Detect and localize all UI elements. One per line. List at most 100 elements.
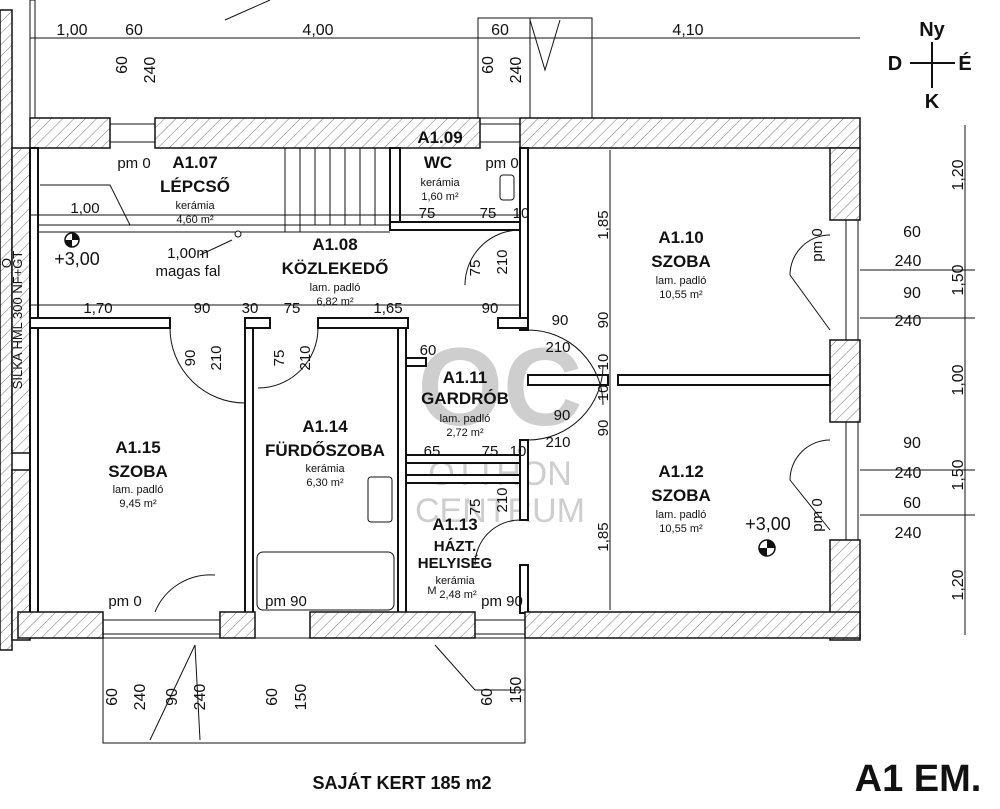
top-wall-left — [29, 117, 111, 149]
compass-s: K — [925, 91, 940, 113]
svg-text:60: 60 — [420, 342, 437, 359]
wall-note: 1,00m magas fal — [155, 230, 242, 280]
svg-text:magas fal: magas fal — [155, 263, 220, 280]
room-floor: kerámia — [435, 575, 475, 587]
svg-text:1,85: 1,85 — [595, 210, 612, 239]
svg-text:90: 90 — [164, 688, 181, 706]
level-label-1: +3,00 — [54, 249, 100, 269]
room-id: A1.13 — [432, 515, 477, 534]
room-id: A1.12 — [658, 462, 703, 481]
garden-label: SAJÁT KERT 185 m2 — [312, 772, 491, 793]
room-id: A1.15 — [115, 438, 160, 457]
svg-text:60: 60 — [104, 688, 121, 706]
side-cut-label: Ö — [0, 258, 14, 268]
dim-right-1: 1,20 — [950, 159, 967, 190]
right-dimensions: 1,20 1,50 1,00 1,50 1,20 60 240 90 240 9… — [895, 159, 967, 600]
svg-text:30: 30 — [242, 300, 259, 317]
dim-right-4: 1,50 — [950, 459, 967, 490]
svg-text:240: 240 — [895, 525, 922, 542]
svg-text:210: 210 — [208, 345, 225, 370]
bottom-dimensions: 60 240 90 240 60 150 60 150 — [104, 677, 525, 711]
room-name: SZOBA — [651, 252, 711, 271]
m-label: M — [427, 585, 436, 597]
svg-text:pm 90: pm 90 — [481, 593, 523, 610]
svg-text:240: 240 — [192, 684, 209, 711]
top-wall-right — [519, 117, 861, 149]
svg-text:90: 90 — [595, 420, 612, 437]
compass-w: D — [888, 53, 902, 75]
svg-text:75: 75 — [419, 205, 436, 222]
svg-text:pm 0: pm 0 — [117, 155, 150, 172]
dimension-lines — [30, 37, 975, 635]
room-a1-13: A1.13 HÁZT. HELYISÉG kerámia 2,48 m² — [418, 515, 492, 601]
room-area: 6,30 m² — [306, 477, 344, 489]
svg-text:90: 90 — [482, 300, 499, 317]
svg-text:10: 10 — [513, 205, 530, 222]
svg-text:240: 240 — [132, 684, 149, 711]
svg-text:75: 75 — [467, 499, 484, 516]
staircase — [38, 148, 390, 233]
svg-text:210: 210 — [494, 249, 511, 274]
compass-n: Ny — [919, 19, 945, 41]
svg-text:pm 0: pm 0 — [809, 228, 826, 261]
room-area: 2,48 m² — [439, 589, 477, 601]
svg-text:90: 90 — [903, 285, 921, 302]
svg-text:60: 60 — [903, 495, 921, 512]
room-area: 10,55 m² — [659, 523, 703, 535]
room-id: A1.14 — [302, 417, 348, 436]
dim-top-3: 4,00 — [302, 22, 333, 39]
toilet — [499, 174, 515, 201]
room-area: 1,60 m² — [421, 191, 459, 203]
room-floor: lam. padló — [310, 282, 361, 294]
svg-text:60: 60 — [264, 688, 281, 706]
svg-text:1,00m: 1,00m — [167, 245, 209, 262]
svg-text:75: 75 — [284, 300, 301, 317]
room-floor: lam. padló — [656, 509, 707, 521]
svg-text:10: 10 — [595, 385, 612, 402]
svg-text:75: 75 — [271, 350, 288, 367]
right-wall-mid — [829, 339, 861, 423]
svg-text:90: 90 — [194, 300, 211, 317]
svg-text:75: 75 — [467, 260, 484, 277]
room-a1-11: A1.11 GARDRÓB lam. padló 2,72 m² — [421, 368, 509, 439]
dim-v-240b: 240 — [508, 57, 525, 84]
room-id: A1.08 — [312, 235, 357, 254]
top-dimensions: 1,00 60 4,00 60 4,10 60 240 60 240 — [56, 22, 703, 83]
room-a1-09: A1.09 WC kerámia 1,60 m² — [417, 128, 462, 203]
svg-text:150: 150 — [508, 677, 525, 704]
svg-text:60: 60 — [479, 688, 496, 706]
room-a1-08: A1.08 KÖZLEKEDŐ lam. padló 6,82 m² — [282, 235, 389, 308]
svg-text:pm 0: pm 0 — [485, 155, 518, 172]
svg-text:10: 10 — [595, 354, 612, 371]
room-id: A1.10 — [658, 228, 703, 247]
room-id: A1.09 — [417, 128, 462, 147]
svg-text:90: 90 — [182, 350, 199, 367]
svg-text:210: 210 — [545, 339, 570, 356]
svg-text:pm 0: pm 0 — [108, 593, 141, 610]
svg-text:pm 90: pm 90 — [265, 593, 307, 610]
svg-text:10: 10 — [510, 443, 527, 460]
svg-text:1,70: 1,70 — [83, 300, 112, 317]
room-name: GARDRÓB — [421, 389, 509, 408]
room-area: 10,55 m² — [659, 289, 703, 301]
room-floor: lam. padló — [656, 275, 707, 287]
room-name: KÖZLEKEDŐ — [282, 259, 389, 278]
room-area: 2,72 m² — [446, 427, 484, 439]
room-name: FÜRDŐSZOBA — [265, 441, 385, 460]
room-floor: lam. padló — [113, 484, 164, 496]
svg-text:90: 90 — [552, 312, 569, 329]
svg-text:90: 90 — [595, 312, 612, 329]
svg-text:240: 240 — [895, 253, 922, 270]
room-floor: kerámia — [175, 200, 215, 212]
interior-dimensions: 1,00 1,70 90 30 75 1,65 90 75 75 10 75 2… — [70, 200, 612, 552]
room-floor: kerámia — [305, 463, 345, 475]
bottom-wall-left — [17, 611, 104, 639]
room-name: WC — [424, 153, 452, 172]
level-label-2: +3,00 — [745, 514, 791, 534]
right-wall-top — [829, 147, 861, 221]
bathtub — [256, 551, 395, 611]
svg-text:210: 210 — [494, 487, 511, 512]
dim-right-3: 1,00 — [950, 364, 967, 395]
room-floor: lam. padló — [440, 413, 491, 425]
